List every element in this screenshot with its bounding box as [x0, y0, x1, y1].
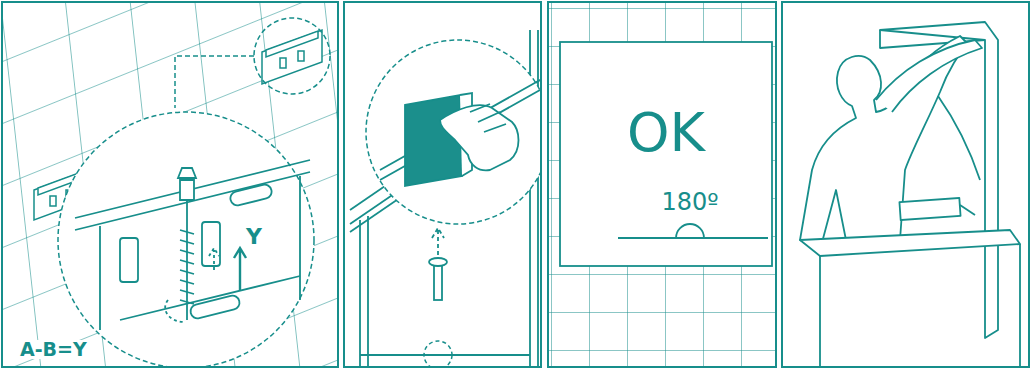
- formula-label: A-B=Y: [18, 340, 89, 359]
- angle-label: 180º: [661, 190, 718, 214]
- panel-cabinet-clip: [350, 25, 540, 366]
- panel-hang-cabinet: [800, 22, 1020, 366]
- panel-level-check: [549, 3, 775, 366]
- dimension-label: Y: [246, 226, 262, 248]
- panel-wall-brackets: [3, 3, 337, 366]
- status-text: OK: [627, 106, 705, 160]
